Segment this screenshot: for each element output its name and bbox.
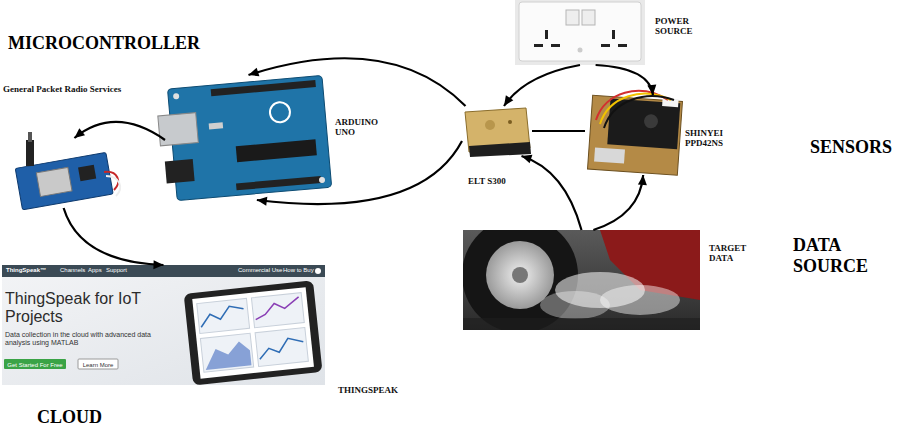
- connector-line: [532, 130, 585, 132]
- component-label: General Packet Radio Services: [3, 84, 135, 94]
- arrow-head: [522, 155, 533, 164]
- cloud-screenshot: [2, 265, 325, 385]
- connector-line: [504, 65, 580, 106]
- connector-arrow: [64, 208, 164, 269]
- power-outlet: [515, 0, 645, 65]
- arrow-head: [153, 260, 163, 269]
- connector-line: [593, 175, 643, 230]
- connector-line: [257, 141, 462, 204]
- category-heading: DATA SOURCE: [793, 235, 868, 276]
- connector-arrow: [249, 58, 466, 106]
- connector-arrow: [593, 175, 647, 230]
- component-label: THINGSPEAK: [338, 385, 398, 395]
- co2-sensor: [465, 108, 531, 157]
- component-label: ELT S300: [468, 176, 506, 186]
- gas-sensor: ELT S300: [462, 106, 532, 156]
- button-text: Learn More: [78, 360, 118, 370]
- page-subtitle: Data collection in the cloud with advanc…: [5, 331, 177, 347]
- arrow-head: [638, 175, 647, 185]
- gprs-module: General Packet Radio Services: [15, 138, 123, 208]
- connector-line: [249, 58, 466, 106]
- arrow-head: [647, 85, 656, 95]
- connector-arrow: [504, 65, 580, 106]
- nav-link: Channels: [60, 267, 85, 274]
- connector-arrow: [257, 141, 462, 206]
- nav-link: How to Buy: [283, 267, 314, 274]
- component-label: POWER SOURCE: [655, 16, 693, 37]
- category-heading: CLOUD: [37, 407, 102, 428]
- connector-line: [74, 122, 165, 140]
- dust-sensor: [588, 91, 683, 175]
- data-source: TARGET DATA: [463, 230, 700, 330]
- gprs-module: [15, 132, 120, 210]
- microcontroller-board: ARDUINO UNO: [165, 75, 332, 200]
- dust-sensor: SHINYEI PPD42NS: [585, 95, 682, 175]
- connector-arrow: [532, 131, 585, 132]
- arrow-head: [74, 128, 85, 138]
- connector-arrow: [596, 65, 657, 95]
- connector-arrow: [74, 122, 165, 140]
- power-source: POWER SOURCE: [515, 0, 645, 65]
- nav-link: Commercial Use: [238, 267, 282, 274]
- nav-link: Apps: [88, 267, 102, 274]
- category-heading: MICROCONTROLLER: [8, 33, 200, 54]
- arrow-head: [249, 68, 260, 77]
- category-heading: SENSORS: [810, 137, 892, 158]
- arrow-head: [257, 197, 267, 206]
- connector-line: [522, 156, 582, 230]
- component-label: TARGET DATA: [709, 243, 746, 264]
- exhaust-photo: [463, 230, 700, 330]
- component-label: ARDUINO UNO: [335, 117, 378, 138]
- connector-line: [596, 65, 653, 95]
- arduino-board: [156, 75, 332, 201]
- connector-arrow: [522, 155, 582, 230]
- connector-line: [64, 208, 164, 265]
- page-headline: ThingSpeak for IoT Projects: [5, 290, 155, 327]
- component-label: SHINYEI PPD42NS: [685, 128, 723, 149]
- arrow-head: [504, 95, 513, 106]
- nav-brand: ThingSpeak™: [6, 267, 46, 274]
- button-text: Get Started For Free: [4, 360, 66, 370]
- nav-link: Support: [106, 267, 127, 274]
